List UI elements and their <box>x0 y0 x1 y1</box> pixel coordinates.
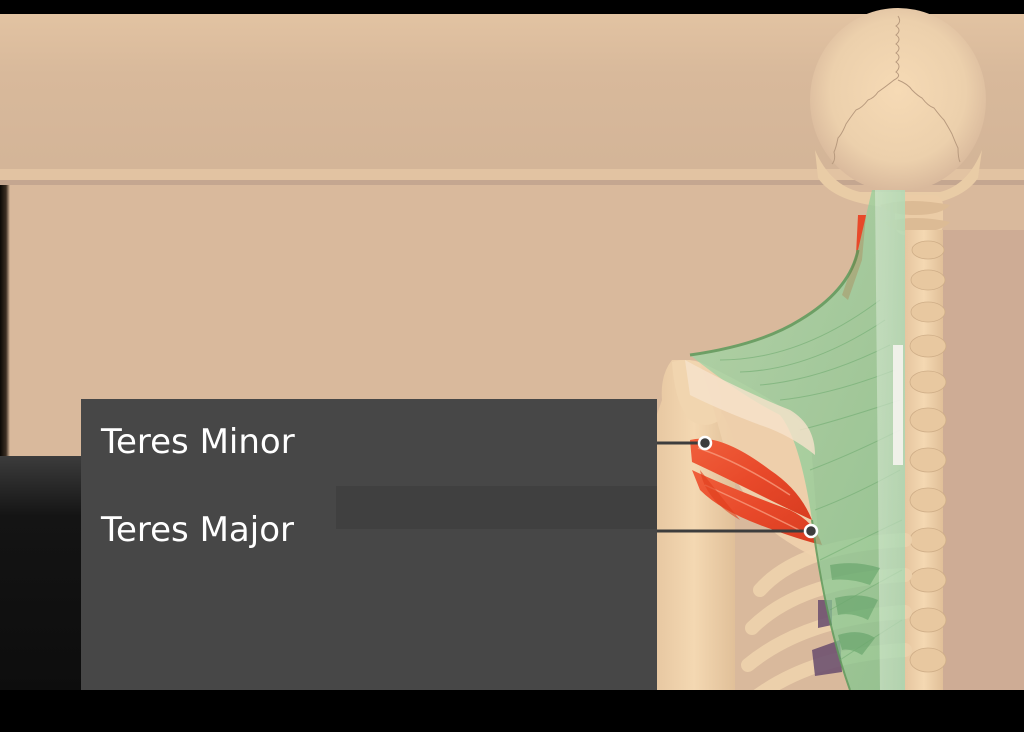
top-letterbox-band <box>0 0 1024 14</box>
bottom-letterbox-band <box>0 690 1024 732</box>
label-teres-minor[interactable]: Teres Minor <box>81 399 657 485</box>
background-stripe <box>0 169 1024 180</box>
label-teres-minor-text: Teres Minor <box>101 422 295 462</box>
label-teres-major[interactable]: Teres Major <box>81 486 336 574</box>
left-edge-shadow <box>0 185 10 690</box>
label-teres-major-text: Teres Major <box>101 510 294 550</box>
label-divider-strip <box>336 486 657 529</box>
dark-wedge <box>0 456 82 690</box>
background-stripe-line <box>0 180 1024 185</box>
